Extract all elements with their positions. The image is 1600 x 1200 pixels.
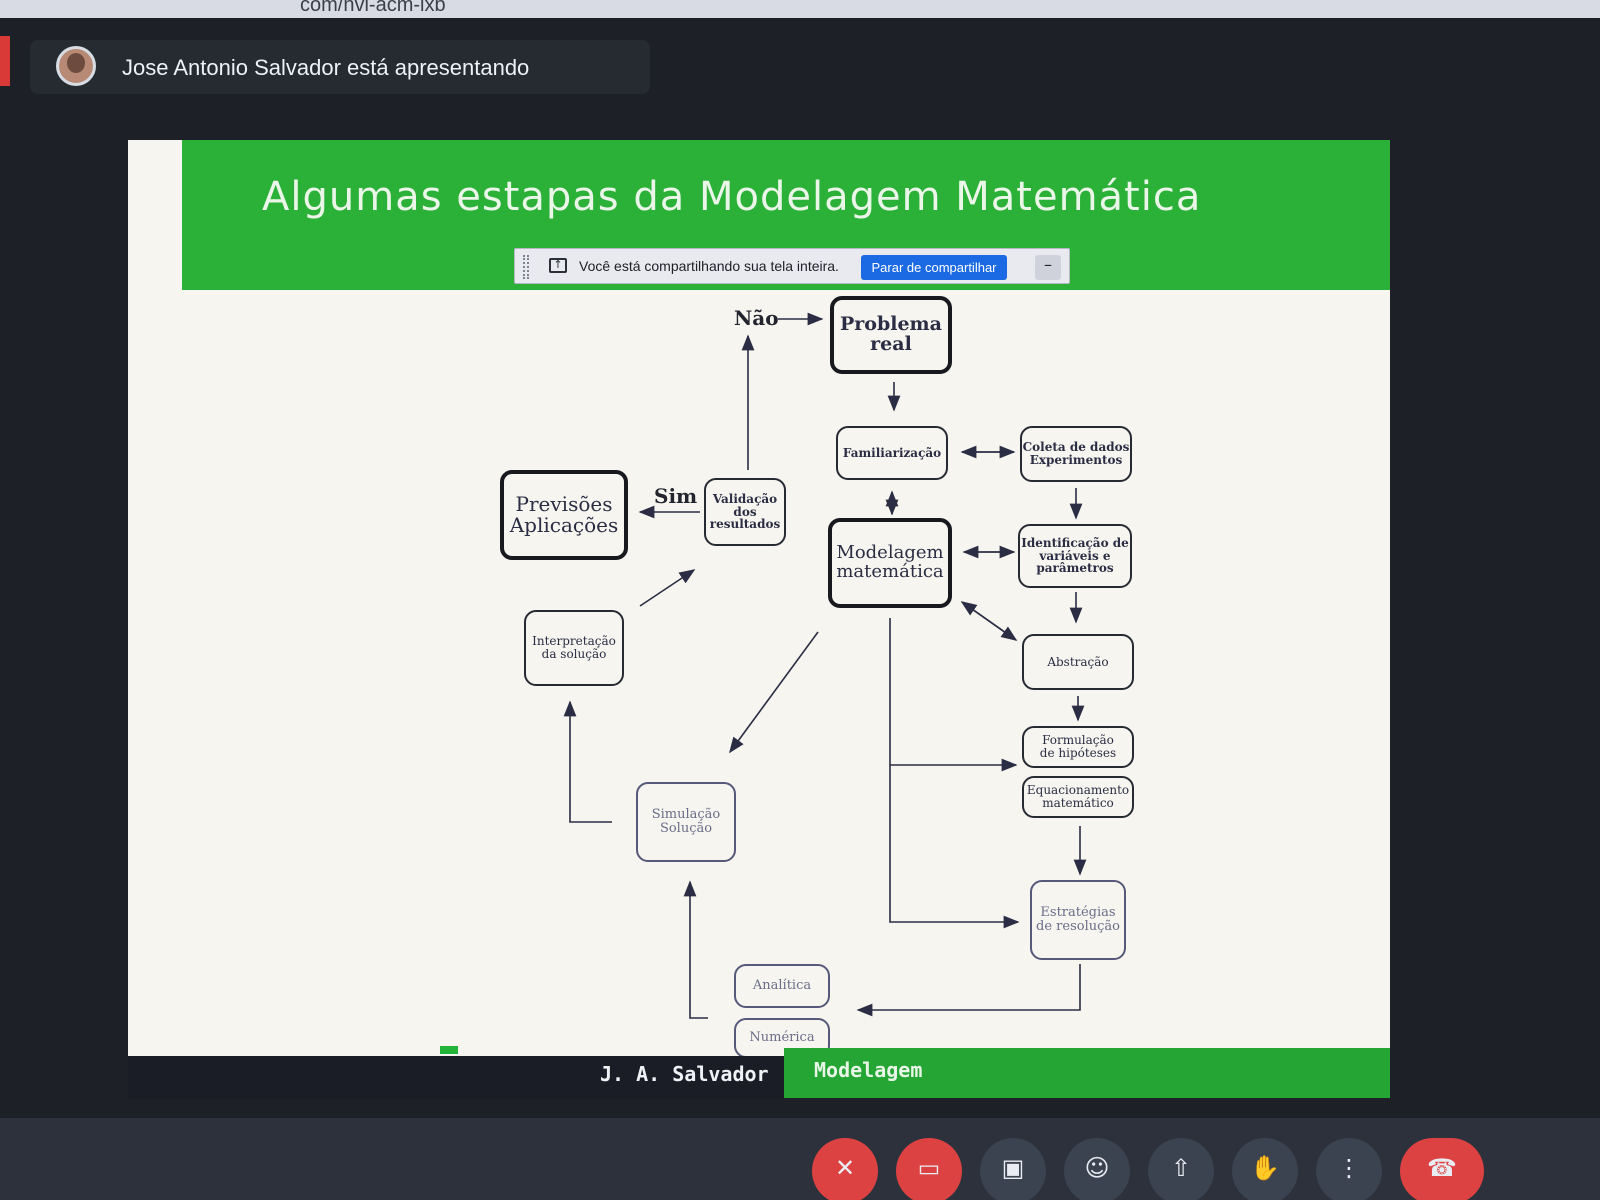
box-text: Formulação bbox=[1042, 733, 1114, 748]
box-analitica: Analítica bbox=[734, 964, 830, 1008]
box-text: Problema bbox=[840, 313, 942, 336]
box-text: de hipóteses bbox=[1039, 746, 1117, 760]
box-text: Modelagem bbox=[836, 542, 944, 564]
share-message: Você está compartilhando sua tela inteir… bbox=[579, 258, 839, 274]
mic-off-icon: ✕ bbox=[834, 1154, 856, 1182]
box-familiarizacao: Familiarização bbox=[836, 426, 948, 480]
box-text: Validação bbox=[712, 492, 778, 507]
screen-share-bar: ↑ Você está compartilhando sua tela inte… bbox=[514, 248, 1070, 284]
box-text: Simulação bbox=[651, 807, 721, 823]
box-text: variáveis e bbox=[1039, 548, 1111, 563]
call-controls-bar: ✕ ▭ ▣ ☺ ⇧ ✋ ⋮ ☎ bbox=[0, 1118, 1600, 1200]
box-text: real bbox=[870, 333, 912, 355]
box-text: Estratégias bbox=[1040, 905, 1116, 921]
slide-footer-author-band bbox=[128, 1056, 784, 1098]
captions-icon: ▣ bbox=[1001, 1154, 1025, 1182]
box-text: Aplicações bbox=[509, 513, 619, 537]
stop-sharing-button[interactable]: Parar de compartilhar bbox=[861, 255, 1007, 280]
slide-footer-topic-band bbox=[784, 1048, 1390, 1098]
left-edge-indicator bbox=[0, 36, 10, 86]
mic-off-button[interactable]: ✕ bbox=[812, 1138, 878, 1200]
raise-hand-button[interactable]: ✋ bbox=[1232, 1138, 1298, 1200]
box-text: Equacionamento bbox=[1026, 783, 1130, 798]
label-nao: Não bbox=[734, 306, 779, 330]
slide-footer-topic: Modelagem bbox=[814, 1058, 923, 1082]
browser-url-strip: com/nvi-acm-lxb bbox=[0, 0, 1600, 18]
presenter-avatar bbox=[56, 46, 96, 86]
shared-slide: Algumas estapas da Modelagem Matemática bbox=[128, 140, 1390, 1098]
box-text: Interpretação bbox=[532, 634, 616, 649]
presenter-bar: Jose Antonio Salvador está apresentando bbox=[30, 40, 650, 94]
minimize-button[interactable]: – bbox=[1035, 255, 1061, 280]
box-text: Analítica bbox=[752, 978, 812, 994]
flowchart-connectors bbox=[563, 312, 1087, 1019]
present-button[interactable]: ⇧ bbox=[1148, 1138, 1214, 1200]
drag-handle-icon[interactable] bbox=[523, 255, 529, 279]
present-icon: ⇧ bbox=[1170, 1154, 1192, 1182]
box-text: resultados bbox=[709, 517, 781, 532]
captions-button[interactable]: ▣ bbox=[980, 1138, 1046, 1200]
slide-progress-mark bbox=[440, 1046, 458, 1054]
label-sim: Sim bbox=[654, 484, 698, 508]
box-text: Identificação de bbox=[1021, 536, 1129, 551]
box-text: dos bbox=[733, 504, 757, 519]
box-text: Coleta de dados bbox=[1022, 440, 1130, 455]
presenter-text: Jose Antonio Salvador está apresentando bbox=[122, 55, 530, 80]
box-text: matemático bbox=[1042, 796, 1114, 810]
box-text: matemática bbox=[836, 561, 944, 582]
url-text: com/nvi-acm-lxb bbox=[300, 0, 446, 16]
hangup-icon: ☎ bbox=[1427, 1154, 1457, 1182]
box-text: de resolução bbox=[1036, 919, 1120, 934]
box-abstracao: Abstração bbox=[1022, 634, 1134, 690]
emoji-icon: ☺ bbox=[1084, 1154, 1110, 1182]
camera-off-icon: ▭ bbox=[917, 1154, 941, 1182]
leave-call-button[interactable]: ☎ bbox=[1400, 1138, 1484, 1200]
more-options-button[interactable]: ⋮ bbox=[1316, 1138, 1382, 1200]
camera-off-button[interactable]: ▭ bbox=[896, 1138, 962, 1200]
box-text: Abstração bbox=[1047, 654, 1109, 669]
slide-title: Algumas estapas da Modelagem Matemática bbox=[262, 174, 1202, 220]
box-text: da solução bbox=[541, 647, 607, 661]
slide-footer-author: J. A. Salvador bbox=[600, 1062, 769, 1086]
more-icon: ⋮ bbox=[1337, 1154, 1361, 1182]
box-text: Previsões bbox=[515, 492, 613, 516]
hand-icon: ✋ bbox=[1250, 1154, 1280, 1182]
box-text: Solução bbox=[659, 821, 713, 836]
share-screen-icon: ↑ bbox=[549, 258, 567, 273]
box-text: Numérica bbox=[749, 1030, 815, 1046]
emoji-button[interactable]: ☺ bbox=[1064, 1138, 1130, 1200]
box-text: Experimentos bbox=[1029, 453, 1123, 467]
box-text: Familiarização bbox=[842, 445, 942, 460]
box-text: parâmetros bbox=[1036, 561, 1114, 576]
